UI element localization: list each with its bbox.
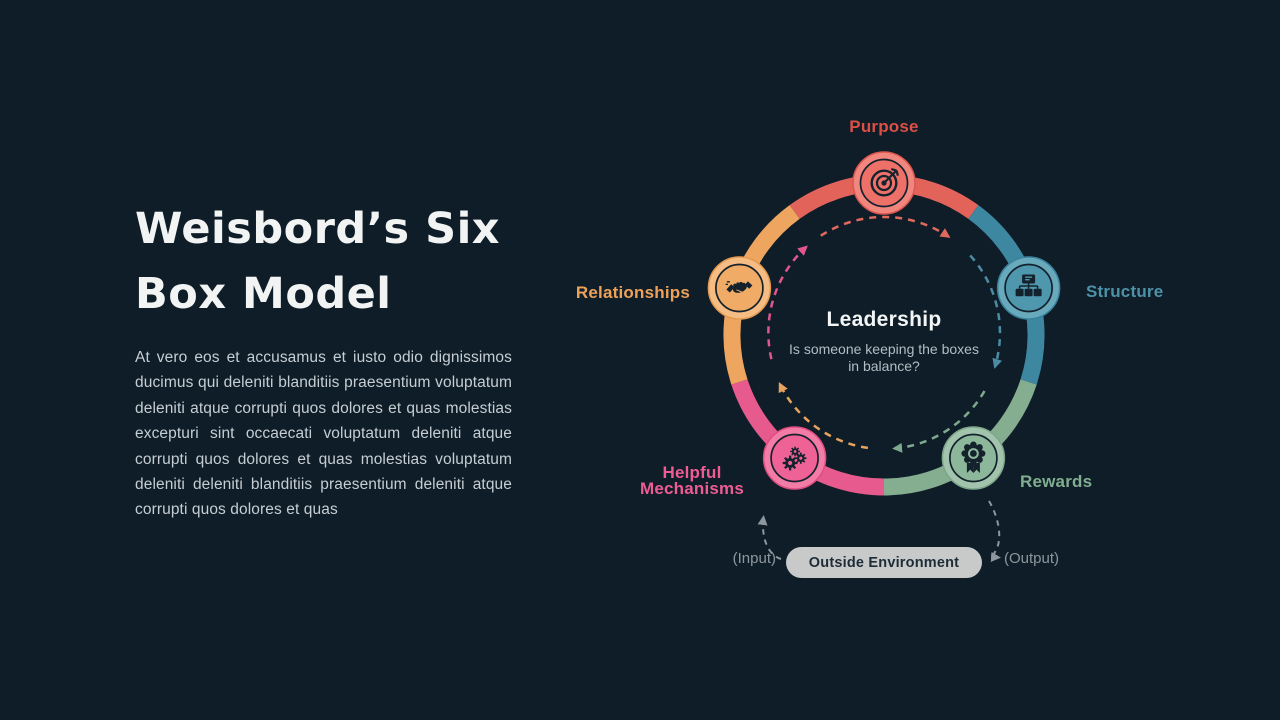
flow-arrow-orange: [778, 382, 869, 450]
center-title: Leadership: [826, 308, 942, 331]
environment-arrows: [757, 500, 1001, 562]
label-structure: Structure: [1086, 282, 1164, 301]
medal-icon: [961, 441, 986, 473]
label-relationships: Relationships: [575, 283, 690, 302]
node-relationships: [707, 256, 772, 320]
node-purpose: [852, 151, 916, 215]
flow-arrow-green: [892, 390, 986, 453]
left-text-panel: Weisbord’s Six Box Model At vero eos et …: [135, 197, 545, 523]
center-block: Leadership Is someone keeping the boxes …: [789, 308, 979, 374]
outside-environment-pill: Outside Environment: [786, 547, 982, 578]
output-label: (Output): [1004, 550, 1060, 567]
flow-arrow-teal: [969, 254, 1003, 369]
inner-flow-arrows: [767, 215, 1003, 453]
org-chart-icon: [1015, 274, 1042, 297]
handshake-icon: [725, 281, 753, 293]
node-structure: [996, 256, 1061, 320]
label-purpose: Purpose: [849, 117, 919, 136]
node-helpful-mechanisms: [762, 426, 827, 490]
center-subtitle: Is someone keeping the boxes in balance?: [789, 341, 979, 374]
label-rewards: Rewards: [1020, 472, 1093, 491]
target-icon: [870, 168, 899, 197]
label-helpful-mechanisms: Helpful Mechanisms: [639, 463, 745, 498]
flow-arrow-coral: [820, 215, 951, 238]
page-title: Weisbord’s Six Box Model: [135, 204, 501, 319]
node-rewards: [941, 426, 1006, 490]
body-paragraph: At vero eos et accusamus et iusto odio d…: [135, 349, 512, 519]
input-arrow: [757, 515, 782, 560]
output-arrow: [988, 500, 1001, 562]
input-label: (Input): [732, 550, 776, 567]
flow-arrow-pink: [767, 245, 808, 360]
